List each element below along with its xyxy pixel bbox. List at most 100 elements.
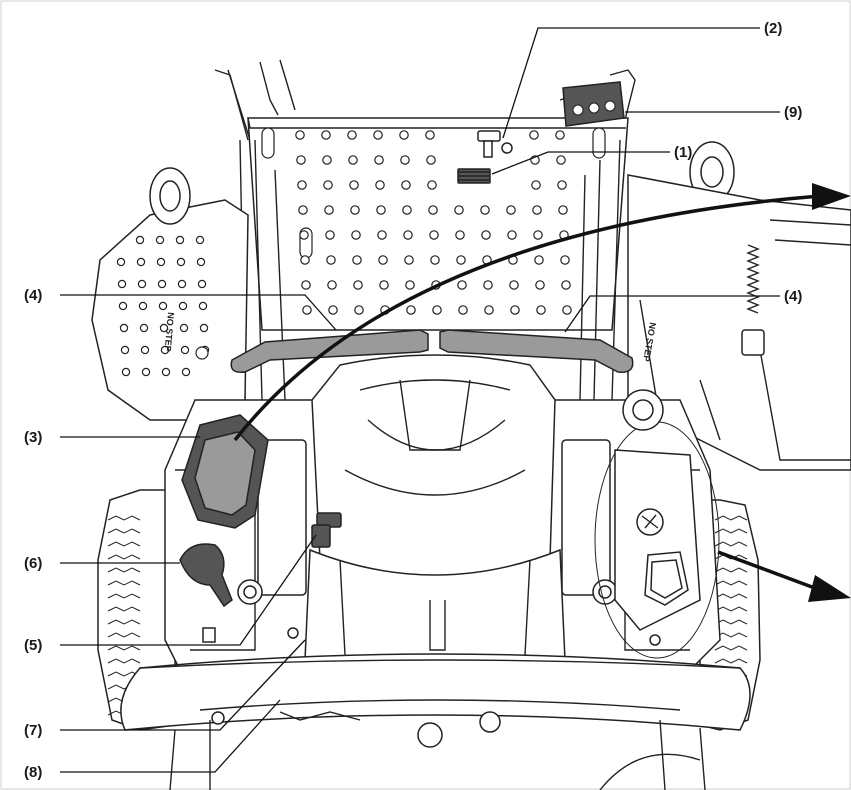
left-tie-down — [202, 627, 299, 643]
perforation-hole — [135, 235, 145, 245]
callout-5: (5) — [24, 637, 42, 654]
perforation-hole — [379, 280, 389, 290]
perforation-hole — [556, 155, 566, 165]
leader-lines — [60, 27, 780, 773]
perforation-hole — [158, 301, 168, 311]
perforation-hole — [347, 130, 357, 140]
perforation-hole — [405, 280, 415, 290]
spring — [746, 244, 760, 314]
perforation-hole — [403, 230, 413, 240]
perforation-hole — [373, 130, 383, 140]
perforation-hole — [322, 155, 332, 165]
perforation-hole — [374, 155, 384, 165]
perforation-hole — [480, 205, 490, 215]
perforation-hole — [377, 230, 387, 240]
perforation-hole — [160, 345, 170, 355]
perforation-hole — [510, 305, 520, 315]
callout-1: (1) — [674, 144, 692, 161]
perforation-hole — [428, 205, 438, 215]
perforation-holes — [295, 130, 572, 315]
perforation-hole — [156, 257, 166, 267]
perforation-hole — [432, 305, 442, 315]
perforation-hole — [531, 180, 541, 190]
front-bumper — [120, 653, 751, 731]
slot-hole — [592, 127, 606, 159]
perforation-hole — [378, 255, 388, 265]
perforation-hole — [300, 255, 310, 265]
perforation-hole — [351, 230, 361, 240]
perforation-hole — [560, 255, 570, 265]
perforation-hole — [561, 280, 571, 290]
perforation-hole — [558, 205, 568, 215]
perforation-hole — [532, 205, 542, 215]
perforation-hole — [350, 205, 360, 215]
perforation-hole — [297, 180, 307, 190]
perforation-hole — [484, 305, 494, 315]
perforation-hole — [376, 205, 386, 215]
perforation-hole — [536, 305, 546, 315]
perforation-hole — [138, 301, 148, 311]
perforation-hole — [458, 305, 468, 315]
perforation-hole — [117, 279, 127, 289]
perforation-hole — [353, 280, 363, 290]
perforation-hole — [296, 155, 306, 165]
perforation-hole — [176, 257, 186, 267]
mounting-bracket — [562, 81, 625, 127]
perforation-hole — [298, 205, 308, 215]
perforation-hole — [375, 180, 385, 190]
perforation-hole — [557, 180, 567, 190]
perforation-hole — [178, 301, 188, 311]
hitch-pin — [477, 130, 513, 158]
direction-arrow-top — [233, 183, 851, 442]
callout-3: (3) — [24, 429, 42, 446]
perforation-hole — [506, 205, 516, 215]
perforation-hole — [327, 280, 337, 290]
choke-knob — [179, 543, 233, 608]
perforation-hole — [181, 367, 191, 377]
perforation-hole — [509, 280, 519, 290]
perforation-hole — [137, 279, 147, 289]
hitch-plate — [457, 168, 491, 184]
perforation-hole — [427, 180, 437, 190]
key-switch — [311, 512, 342, 548]
perforation-hole — [430, 255, 440, 265]
perforation-hole — [533, 230, 543, 240]
perforation-hole — [299, 230, 309, 240]
perforation-hole — [121, 367, 131, 377]
perforation-hole — [177, 279, 187, 289]
perforation-hole — [401, 180, 411, 190]
perforation-hole — [555, 130, 565, 140]
perforation-hole — [302, 305, 312, 315]
perforation-hole — [175, 235, 185, 245]
callout-4-left: (4) — [24, 287, 42, 304]
left-fuel-tank — [257, 439, 307, 596]
perforation-hole — [325, 230, 335, 240]
callout-8: (8) — [24, 764, 42, 781]
perforation-hole — [535, 280, 545, 290]
perforation-hole — [157, 279, 167, 289]
perforation-hole — [456, 255, 466, 265]
left-fender: NO STEP — [91, 199, 249, 421]
under-deck — [169, 711, 706, 790]
perforation-hole — [118, 301, 128, 311]
rops-handle-right — [439, 329, 634, 373]
callout-7: (7) — [24, 722, 42, 739]
perforation-hole — [196, 257, 206, 267]
perforation-hole — [139, 323, 149, 333]
perforation-hole — [400, 155, 410, 165]
callout-9: (9) — [784, 104, 802, 121]
perforation-hole — [119, 323, 129, 333]
perforation-hole — [402, 205, 412, 215]
operator-seat — [304, 354, 566, 661]
callout-6: (6) — [24, 555, 42, 572]
perforation-hole — [529, 130, 539, 140]
perforation-hole — [352, 255, 362, 265]
callout-4-right: (4) — [784, 288, 802, 305]
perforation-hole — [141, 367, 151, 377]
perforation-hole — [406, 305, 416, 315]
right-side-assembly: NO STEP — [627, 174, 851, 471]
perforation-hole — [321, 130, 331, 140]
perforation-hole — [457, 280, 467, 290]
